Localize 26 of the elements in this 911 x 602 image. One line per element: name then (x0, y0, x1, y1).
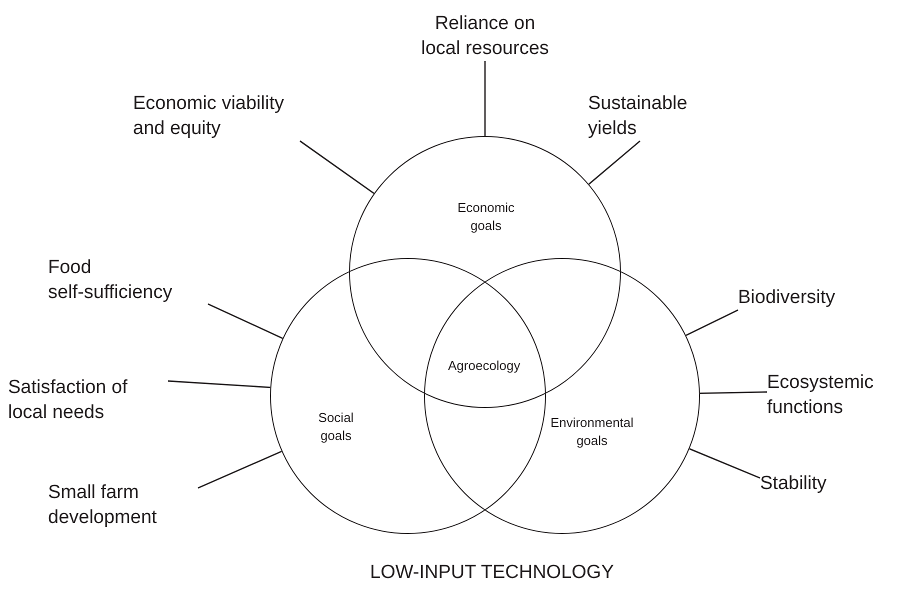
goal-text: Economic viability and equity (133, 92, 305, 142)
leader-line (198, 450, 282, 489)
goal-text: Small farm development (48, 481, 198, 530)
goal-text: Biodiversity (738, 286, 836, 311)
goal-text: Reliance on local resources (415, 12, 555, 62)
intersection-label: Agroecology (448, 358, 520, 373)
leader-line (689, 448, 760, 479)
circle-label: Environmental goals (549, 414, 635, 450)
leader-line (208, 303, 283, 339)
venn-circle (349, 136, 621, 408)
leader-line (686, 309, 738, 336)
leader-line (168, 380, 270, 388)
leader-line (700, 391, 768, 394)
goal-text: Stability (760, 472, 827, 497)
leader-line (484, 61, 486, 136)
circle-label: Social goals (317, 409, 355, 444)
venn-circle (424, 258, 700, 534)
goal-text: Ecosystemic functions (767, 371, 907, 420)
goal-text: Food self-sufficiency (48, 256, 208, 306)
goal-text: Sustainable yields (588, 92, 708, 142)
circle-label: Economic goals (456, 199, 516, 234)
leader-line (588, 140, 640, 185)
footer-title: LOW-INPUT TECHNOLOGY (370, 562, 614, 584)
leader-line (300, 140, 374, 194)
venn-circle (270, 258, 546, 534)
goal-text: Satisfaction of local needs (8, 376, 168, 426)
